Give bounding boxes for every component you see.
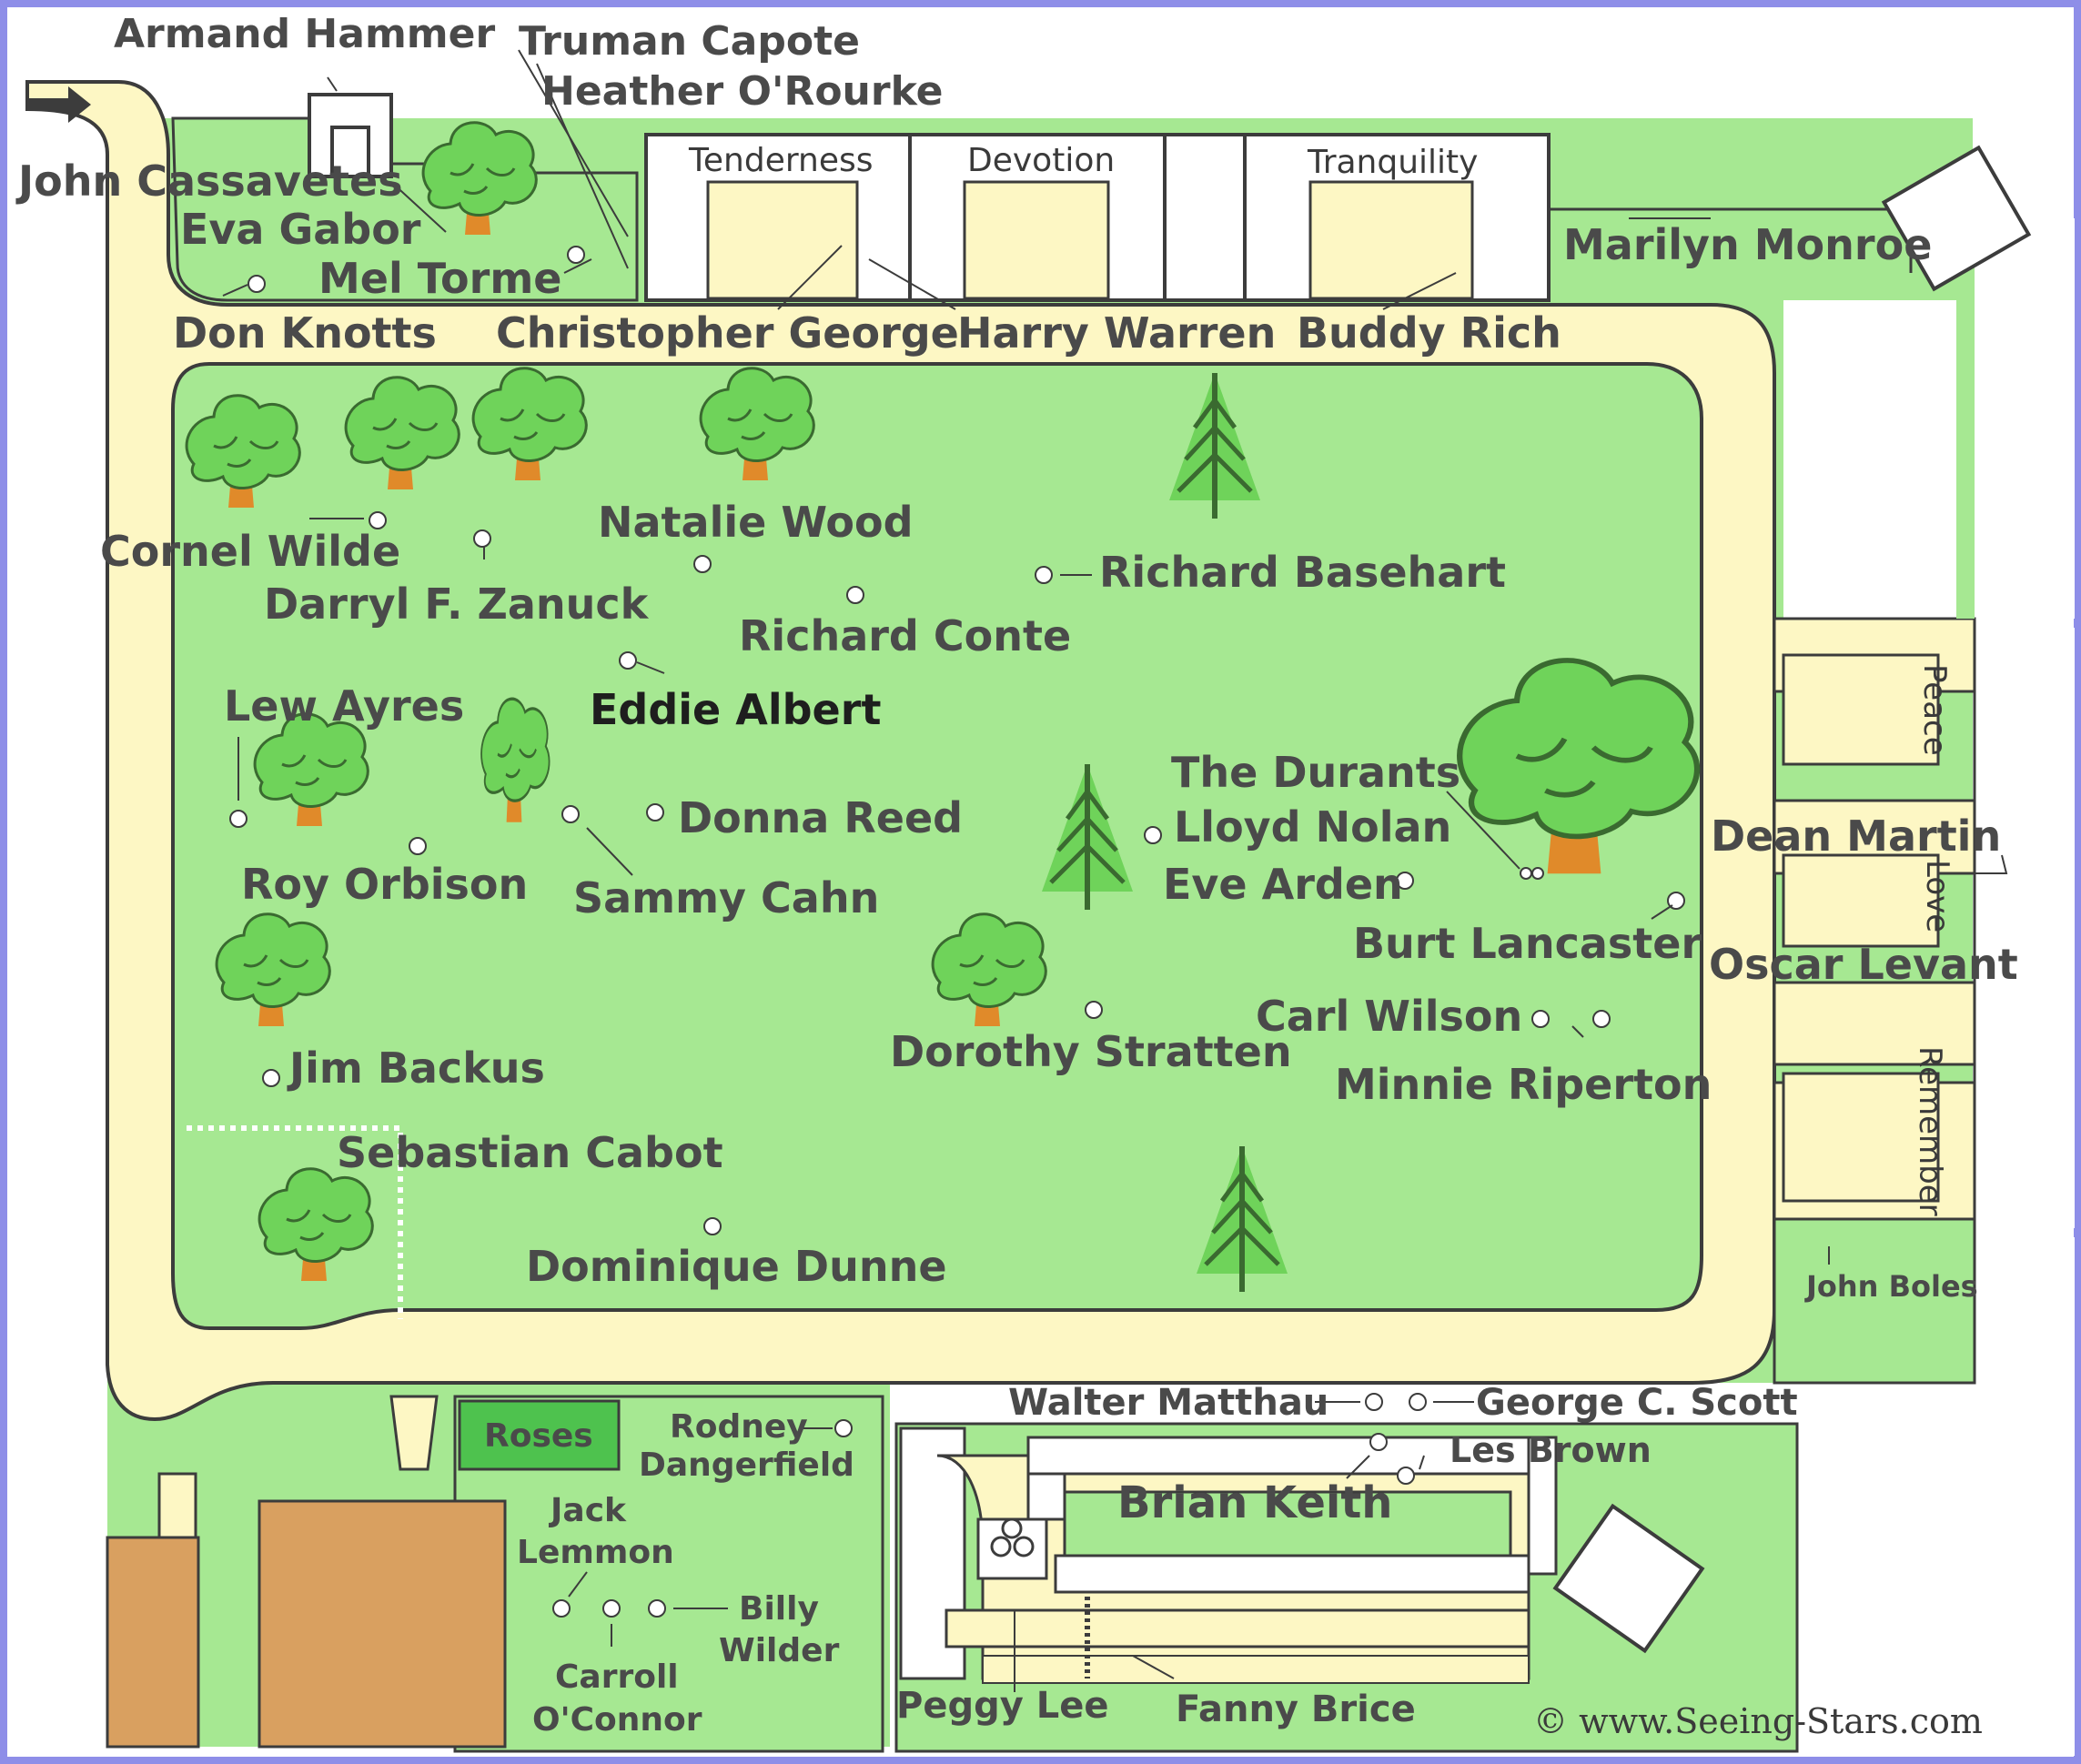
main-lawn [171, 362, 1703, 1330]
label-mel-torme: Mel Torme [318, 254, 561, 303]
label-dean-martin: Dean Martin [1711, 811, 2001, 861]
building-center [258, 1499, 507, 1749]
section-remember: Remember [1912, 1046, 1948, 1216]
label-john-cassavetes: John Cassavetes [15, 156, 403, 206]
label-minnie-riperton: Minnie Riperton [1335, 1060, 1712, 1109]
section-love: Love [1919, 860, 1955, 932]
label-the-durants: The Durants [1171, 748, 1460, 797]
label-billy-line2: Wilder [719, 1632, 840, 1669]
section-peace: Peace [1916, 664, 1953, 756]
label-fanny-brice: Fanny Brice [1176, 1688, 1416, 1730]
label-christopher-george: Christopher George [496, 308, 959, 358]
label-eddie-albert: Eddie Albert [590, 685, 881, 734]
label-lloyd-nolan: Lloyd Nolan [1174, 802, 1451, 852]
label-eve-arden: Eve Arden [1163, 860, 1403, 909]
label-george-scott: George C. Scott [1476, 1382, 1798, 1424]
label-armand-hammer: Armand Hammer [114, 11, 495, 57]
label-oscar-levant: Oscar Levant [1709, 940, 2018, 989]
label-lew-ayres: Lew Ayres [224, 681, 464, 731]
label-rodney-line1: Rodney [670, 1408, 808, 1446]
section-tranquility: Tranquility [1307, 144, 1478, 181]
label-carl-wilson: Carl Wilson [1256, 992, 1522, 1041]
label-roses: Roses [484, 1417, 593, 1455]
label-truman-capote: Truman Capote [519, 18, 860, 65]
label-marilyn-monroe: Marilyn Monroe [1563, 220, 1932, 269]
label-heather-orourke: Heather O'Rourke [541, 68, 944, 115]
label-peggy-lee: Peggy Lee [896, 1685, 1108, 1727]
label-jack-line2: Lemmon [517, 1534, 674, 1571]
label-harry-warren: Harry Warren [957, 308, 1276, 358]
label-sammy-cahn: Sammy Cahn [573, 873, 879, 922]
label-walter-matthau: Walter Matthau [1008, 1382, 1328, 1424]
label-dorothy-stratten: Dorothy Stratten [890, 1027, 1292, 1076]
roses-bed [458, 1399, 621, 1471]
label-buddy-rich: Buddy Rich [1297, 308, 1561, 358]
label-cornel-wilde: Cornel Wilde [100, 527, 400, 576]
label-burt-lancaster: Burt Lancaster [1353, 919, 1702, 968]
label-richard-basehart: Richard Basehart [1099, 548, 1506, 597]
label-sebastian-cabot: Sebastian Cabot [337, 1128, 723, 1177]
label-brian-keith: Brian Keith [1117, 1477, 1392, 1528]
label-donna-reed: Donna Reed [678, 793, 963, 842]
fountain-icon [976, 1517, 1048, 1580]
label-jim-backus: Jim Backus [287, 1043, 545, 1093]
label-dominique-dunne: Dominique Dunne [526, 1242, 947, 1291]
section-devotion: Devotion [967, 142, 1115, 179]
label-billy-line1: Billy [739, 1590, 819, 1628]
building-left [106, 1536, 200, 1749]
label-eva-gabor: Eva Gabor [180, 205, 421, 254]
label-darryl-zanuck: Darryl F. Zanuck [264, 580, 650, 629]
label-les-brown: Les Brown [1450, 1430, 1652, 1470]
label-rodney-line2: Dangerfield [639, 1446, 854, 1484]
label-roy-orbison: Roy Orbison [241, 860, 528, 909]
copyright-text: © www.Seeing-Stars.com [1533, 1701, 1983, 1741]
right-arrow-icon [27, 86, 91, 123]
label-carroll-line2: O'Connor [532, 1701, 702, 1739]
label-john-boles: John Boles [1804, 1269, 1978, 1304]
label-carroll-line1: Carroll [555, 1658, 679, 1696]
label-jack-line1: Jack [548, 1492, 627, 1529]
label-natalie-wood: Natalie Wood [598, 498, 914, 547]
section-tenderness: Tenderness [688, 142, 873, 179]
label-richard-conte: Richard Conte [739, 611, 1071, 660]
label-don-knotts: Don Knotts [173, 308, 437, 358]
